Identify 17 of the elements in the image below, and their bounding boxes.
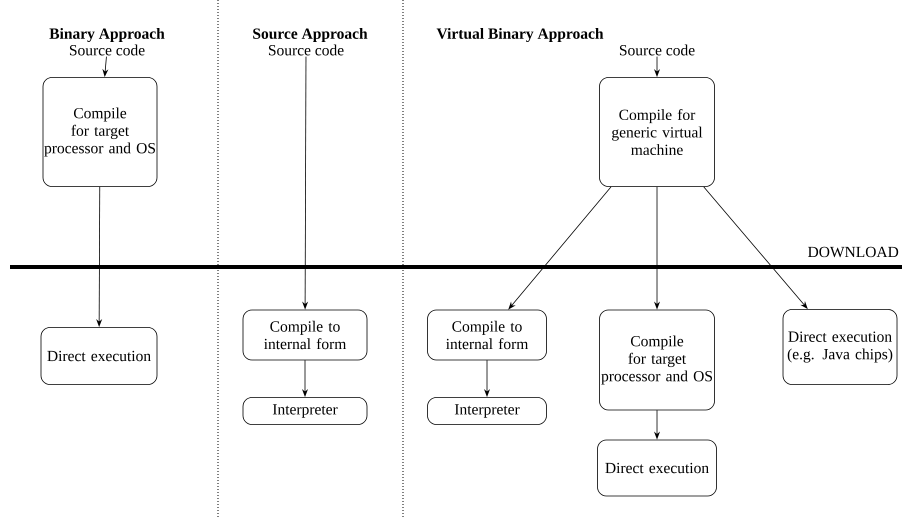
process-box: Compile for target processor and OS — [599, 310, 715, 410]
heading: Binary Approach — [49, 28, 165, 42]
source-text: Source code — [70, 44, 145, 56]
process-box: Compile for generic virtual machine — [599, 77, 715, 187]
process-box: Direct execution — [597, 440, 717, 496]
process-box: Interpreter — [242, 397, 368, 425]
source-text: Source code — [620, 44, 695, 56]
process-box: Interpreter — [427, 397, 547, 425]
process-box: Compile for target processor and OS — [42, 77, 158, 187]
process-box: Direct execution (e.g. Java chips) — [782, 309, 898, 385]
heading: Source Approach — [253, 28, 368, 42]
process-box: Direct execution — [40, 327, 158, 385]
boundary-label: DOWNLOAD — [808, 246, 898, 258]
process-box: Compile to internal form — [242, 310, 368, 360]
process-box: Compile to internal form — [427, 310, 547, 360]
heading: Virtual Binary Approach — [436, 28, 604, 42]
source-text: Source code — [268, 44, 344, 56]
